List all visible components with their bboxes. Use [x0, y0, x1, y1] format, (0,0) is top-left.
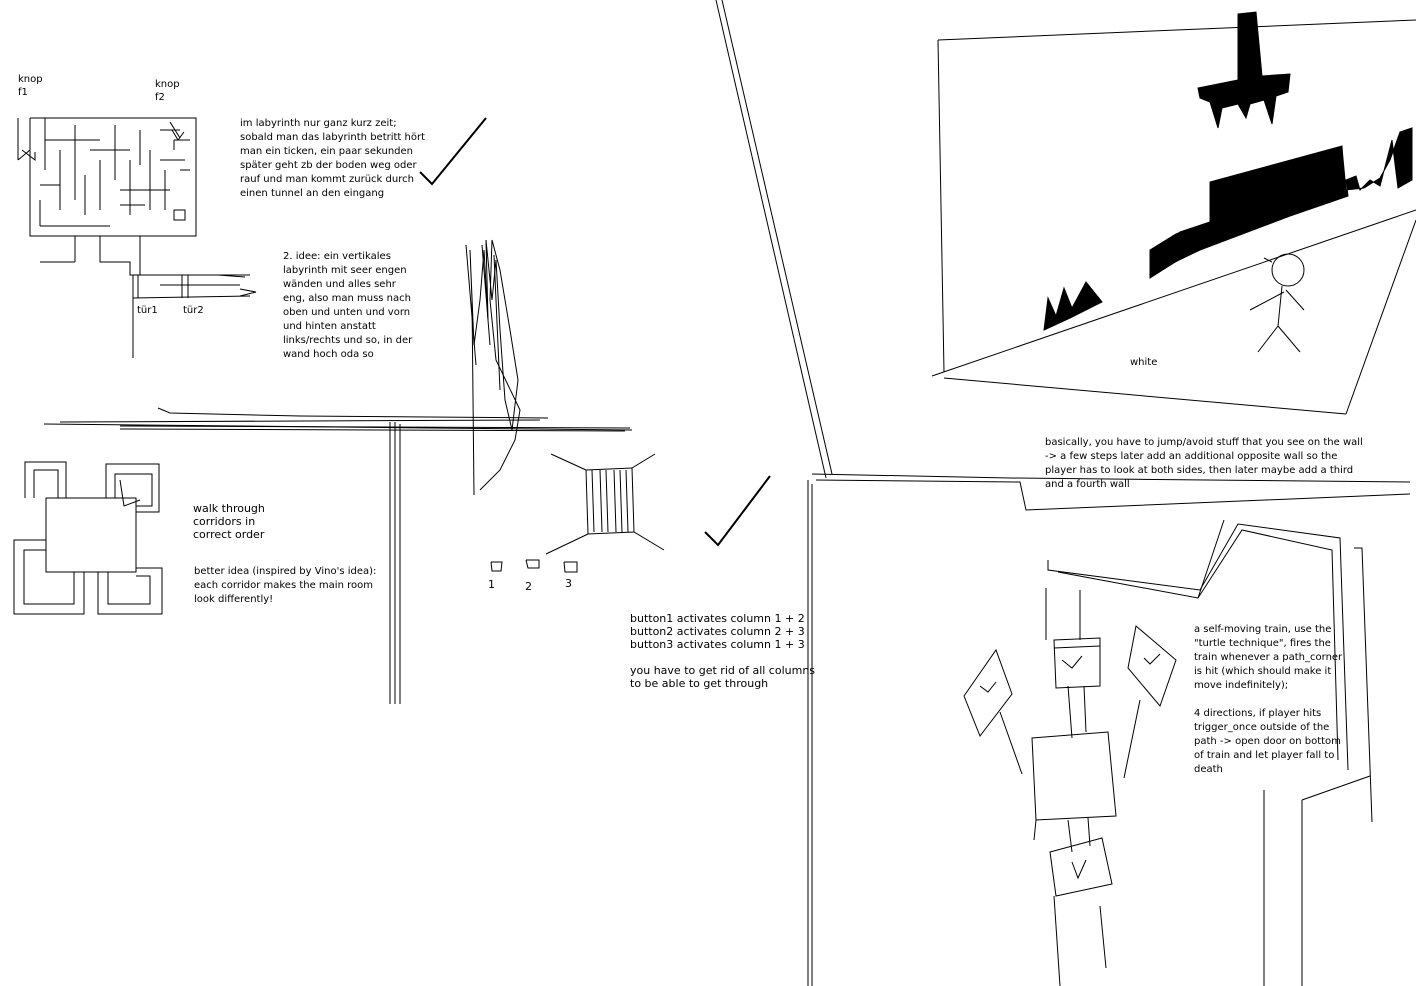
- note-better-idea: better idea (inspired by Vino's idea): e…: [194, 565, 376, 607]
- stick-figure-icon: [1250, 254, 1304, 352]
- checkmark-icon: [420, 118, 486, 184]
- knopf2-label: knop f2: [155, 78, 180, 104]
- column-room: [491, 454, 664, 572]
- note-buttons-columns: button1 activates column 1 + 2 button2 a…: [630, 612, 815, 690]
- note-train: a self-moving train, use the "turtle tec…: [1194, 623, 1342, 777]
- maze-sketch: [18, 118, 256, 358]
- white-label: white: [1130, 356, 1157, 369]
- note-jump-avoid-wall: basically, you have to jump/avoid stuff …: [1045, 436, 1363, 492]
- wall-sketch: [44, 408, 632, 704]
- button-number-3: 3: [565, 577, 572, 590]
- wall-perspective-scene: [932, 12, 1416, 414]
- knopf1-label: knop f1: [18, 73, 43, 99]
- note-vertical-labyrinth: 2. idee: ein vertikales labyrinth mit se…: [283, 250, 412, 362]
- note-labyrinth-short-time: im labyrinth nur ganz kurz zeit; sobald …: [240, 117, 425, 201]
- vertical-labyrinth-scribble: [466, 240, 520, 495]
- button-number-2: 2: [525, 580, 532, 593]
- corridors-diagram: [14, 462, 162, 614]
- checkmark-icon: [705, 476, 770, 545]
- note-corridors-order: walk through corridors in correct order: [193, 502, 265, 541]
- divider-lines: [716, 0, 1410, 986]
- tuer2-label: tür2: [183, 304, 204, 317]
- tuer1-label: tür1: [137, 304, 158, 317]
- button-number-1: 1: [488, 578, 495, 591]
